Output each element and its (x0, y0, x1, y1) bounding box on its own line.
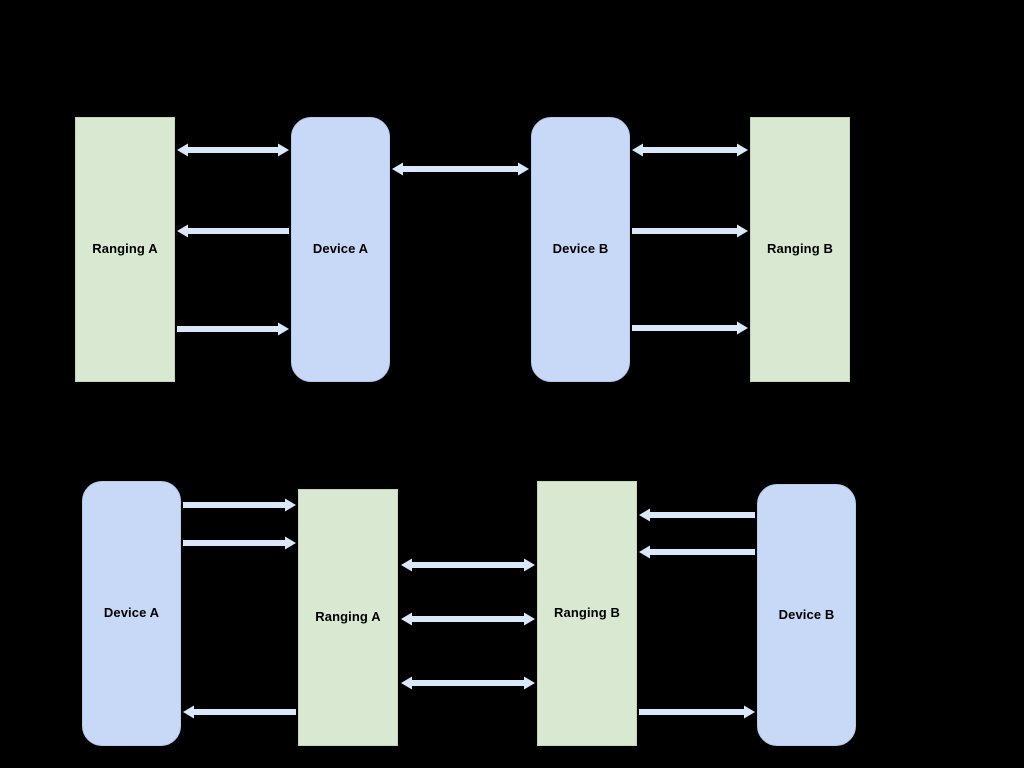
node-label: Device B (778, 606, 835, 622)
arrow-head-right-icon (278, 322, 289, 336)
node-b-device-a[interactable]: Device A (82, 481, 181, 746)
ranging-a-to-ranging-b-bidir-middle (401, 612, 535, 626)
node-label: Device A (312, 241, 369, 257)
device-b-to-ranging-b-right-upper (632, 224, 748, 238)
device-b-to-ranging-b-right-lower (632, 321, 748, 335)
arrow-head-left-icon (177, 143, 188, 157)
arrow-head-right-icon (285, 498, 296, 512)
ranging-a-to-ranging-b-bidir-upper (401, 558, 535, 572)
arrow-head-left-icon (183, 705, 194, 719)
node-label: Device A (103, 605, 160, 621)
arrow-head-left-icon (401, 676, 412, 690)
ranging-a-to-device-a-bidirectional (177, 143, 289, 157)
node-label: Ranging A (92, 241, 158, 257)
node-b-ranging-b[interactable]: Ranging B (537, 481, 637, 746)
device-a-to-device-b-bidirectional (392, 162, 529, 176)
arrow-head-right-icon (524, 676, 535, 690)
arrow-head-left-icon (639, 545, 650, 559)
arrow-head-right-icon (737, 143, 748, 157)
arrow-head-left-icon (632, 143, 643, 157)
ranging-a-to-ranging-b-bidir-lower (401, 676, 535, 690)
device-b-to-ranging-b-left-lower (639, 545, 755, 559)
node-label: Ranging A (315, 609, 381, 625)
ranging-b-to-device-b-right (639, 705, 755, 719)
arrow-head-right-icon (524, 558, 535, 572)
node-label: Ranging B (554, 605, 620, 621)
node-b-device-b[interactable]: Device B (757, 484, 856, 746)
arrow-head-left-icon (392, 162, 403, 176)
node-label: Ranging B (767, 241, 833, 257)
device-b-to-ranging-b-left-upper (639, 508, 755, 522)
arrow-head-right-icon (737, 224, 748, 238)
ranging-a-to-device-a-left (183, 705, 296, 719)
device-a-to-ranging-a-right-lower (183, 536, 296, 550)
device-a-to-ranging-a-left (177, 224, 289, 238)
node-label: Device B (552, 241, 609, 257)
ranging-a-to-device-a-right (177, 322, 289, 336)
arrow-head-right-icon (285, 536, 296, 550)
node-t-device-a[interactable]: Device A (291, 117, 390, 382)
node-t-device-b[interactable]: Device B (531, 117, 630, 382)
device-b-to-ranging-b-bidirectional (632, 143, 748, 157)
arrow-head-left-icon (401, 558, 412, 572)
arrow-head-right-icon (278, 143, 289, 157)
arrow-head-left-icon (177, 224, 188, 238)
node-t-ranging-b[interactable]: Ranging B (750, 117, 850, 382)
arrow-head-right-icon (744, 705, 755, 719)
node-b-ranging-a[interactable]: Ranging A (298, 489, 398, 746)
device-a-to-ranging-a-right-upper (183, 498, 296, 512)
arrow-head-right-icon (524, 612, 535, 626)
arrow-head-left-icon (639, 508, 650, 522)
arrow-head-right-icon (737, 321, 748, 335)
node-t-ranging-a[interactable]: Ranging A (75, 117, 175, 382)
arrow-head-left-icon (401, 612, 412, 626)
arrow-head-right-icon (518, 162, 529, 176)
